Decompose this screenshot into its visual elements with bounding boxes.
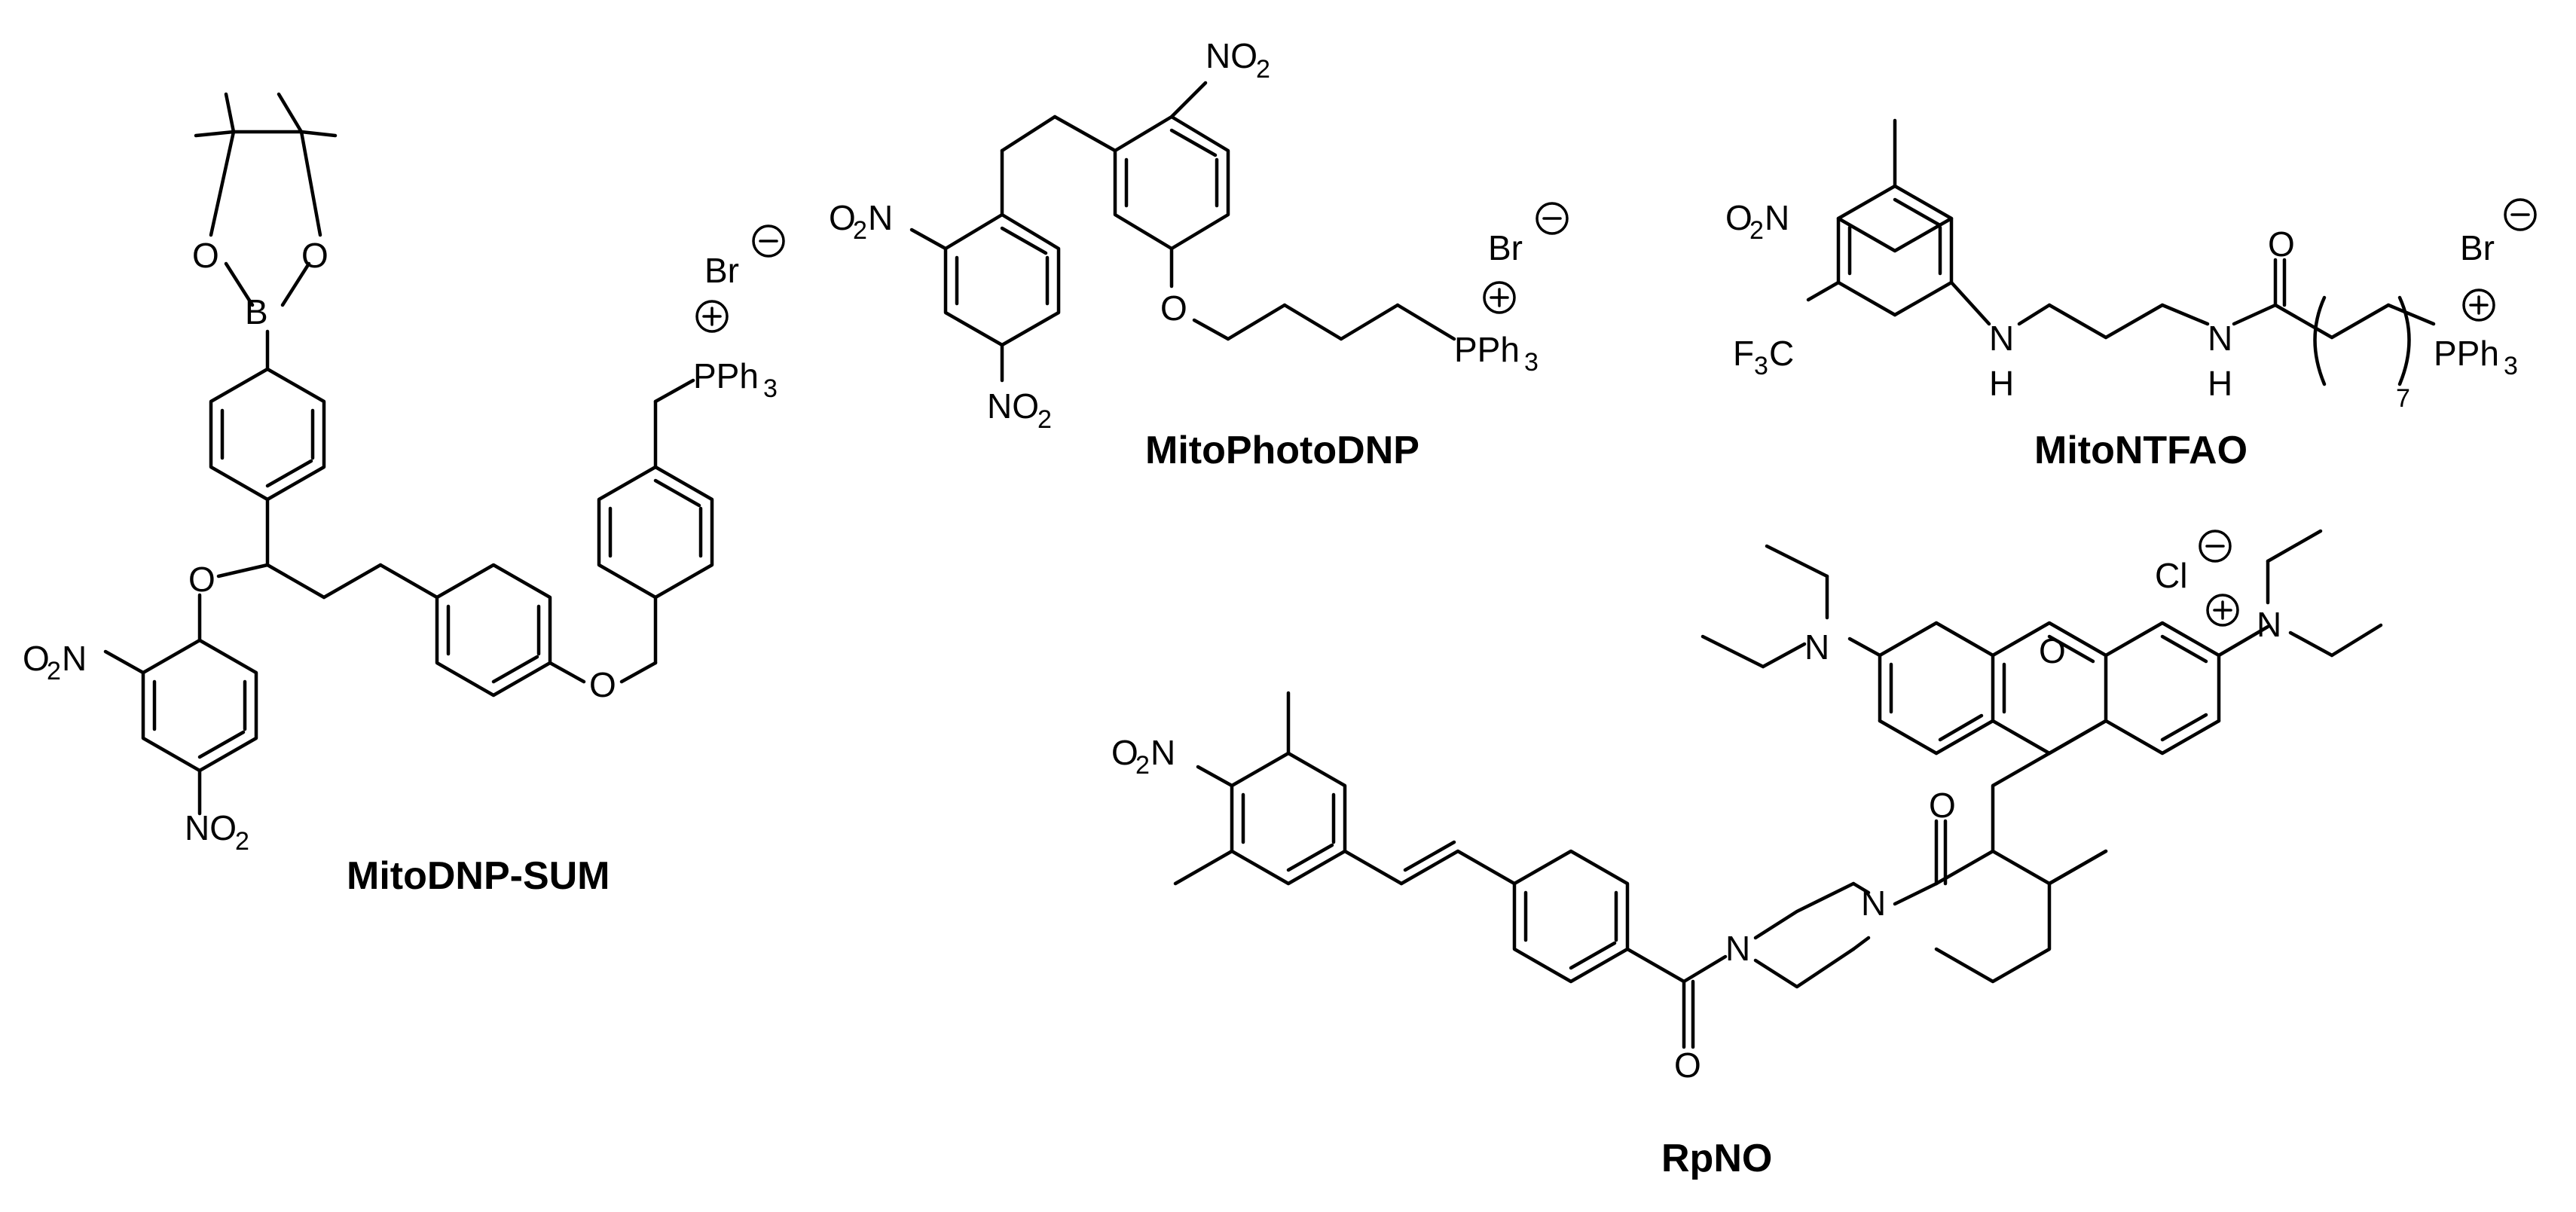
counterion-bromide: Br — [704, 224, 785, 290]
atom-n-iminium: N — [2257, 605, 2281, 644]
svg-text:N: N — [868, 198, 893, 237]
counterion-chloride: Cl — [2155, 530, 2232, 595]
atom-o-xanthene: O — [2039, 631, 2066, 670]
svg-text:2: 2 — [47, 657, 61, 685]
svg-text:3: 3 — [2504, 352, 2518, 380]
bonds — [1173, 529, 2383, 1049]
svg-text:F: F — [1733, 334, 1754, 373]
svg-text:2: 2 — [235, 827, 249, 856]
bonds — [909, 81, 1456, 383]
svg-text:2: 2 — [1749, 216, 1764, 245]
svg-text:O: O — [829, 198, 856, 237]
svg-text:2: 2 — [1037, 405, 1052, 434]
svg-text:Br: Br — [704, 251, 739, 290]
svg-text:PPh: PPh — [2434, 334, 2499, 373]
nitro-group-top: NO2 — [1205, 36, 1270, 84]
svg-text:Cl: Cl — [2155, 556, 2187, 595]
svg-text:3: 3 — [1524, 348, 1539, 377]
bonds — [103, 92, 714, 816]
atom-o-carbonyl: O — [2268, 224, 2295, 264]
svg-text:Br: Br — [2460, 228, 2495, 267]
svg-text:O: O — [1725, 198, 1752, 237]
repeat-count: 7 — [2396, 384, 2410, 413]
svg-text:NO: NO — [987, 386, 1039, 426]
svg-text:2: 2 — [1135, 751, 1150, 780]
atom-o-ether-benzyl: O — [589, 665, 616, 704]
svg-text:2: 2 — [1256, 55, 1270, 84]
svg-text:N: N — [1765, 198, 1789, 237]
atom-o-boronate-right: O — [301, 236, 328, 275]
svg-text:PPh: PPh — [1454, 330, 1520, 369]
svg-text:2: 2 — [853, 216, 867, 245]
svg-text:N: N — [1150, 733, 1175, 772]
atom-n-amine-1: N — [1989, 319, 2014, 358]
atom-n-amide: N — [2208, 319, 2232, 358]
nitro-group-bottom: NO2 — [185, 808, 249, 856]
nitro-group-bottom: NO2 — [987, 386, 1052, 434]
iminium-charge — [2206, 594, 2239, 627]
compound-name: MitoNTFAO — [2034, 429, 2248, 472]
atom-o-ether-aryl: O — [188, 560, 215, 599]
counterion-bromide: Br — [1488, 202, 1569, 267]
atom-b: B — [245, 292, 268, 331]
atom-o-amide-top: O — [1929, 786, 1956, 825]
atom-n-diethylamino: N — [1804, 627, 1829, 667]
compound-name: RpNO — [1661, 1137, 1772, 1180]
atom-o-ether: O — [1160, 288, 1187, 328]
atom-o-amide-bottom: O — [1674, 1046, 1701, 1085]
atom-n-piperazine-left: N — [1725, 929, 1750, 968]
svg-text:Br: Br — [1488, 228, 1523, 267]
svg-text:C: C — [1769, 334, 1794, 373]
svg-text:NO: NO — [1205, 36, 1257, 75]
svg-text:N: N — [62, 639, 87, 678]
compound-name: MitoDNP-SUM — [347, 854, 610, 898]
atom-n-piperazine-right: N — [1861, 884, 1886, 923]
atom-o-boronate-left: O — [192, 236, 219, 275]
bonds — [1806, 118, 2436, 386]
svg-text:O: O — [23, 639, 50, 678]
svg-text:PPh: PPh — [693, 356, 759, 395]
compound-name: MitoPhotoDNP — [1145, 429, 1419, 472]
svg-text:O: O — [1111, 733, 1138, 772]
atom-h-amine-1: H — [1989, 364, 2014, 403]
atom-h-amide: H — [2208, 364, 2232, 403]
compound-rpno: O2N N N O O O N N Cl RpNO — [1111, 529, 2383, 1180]
svg-text:3: 3 — [1754, 352, 1768, 380]
counterion-bromide: Br — [2460, 198, 2537, 267]
svg-text:NO: NO — [185, 808, 237, 847]
svg-text:3: 3 — [763, 374, 778, 403]
